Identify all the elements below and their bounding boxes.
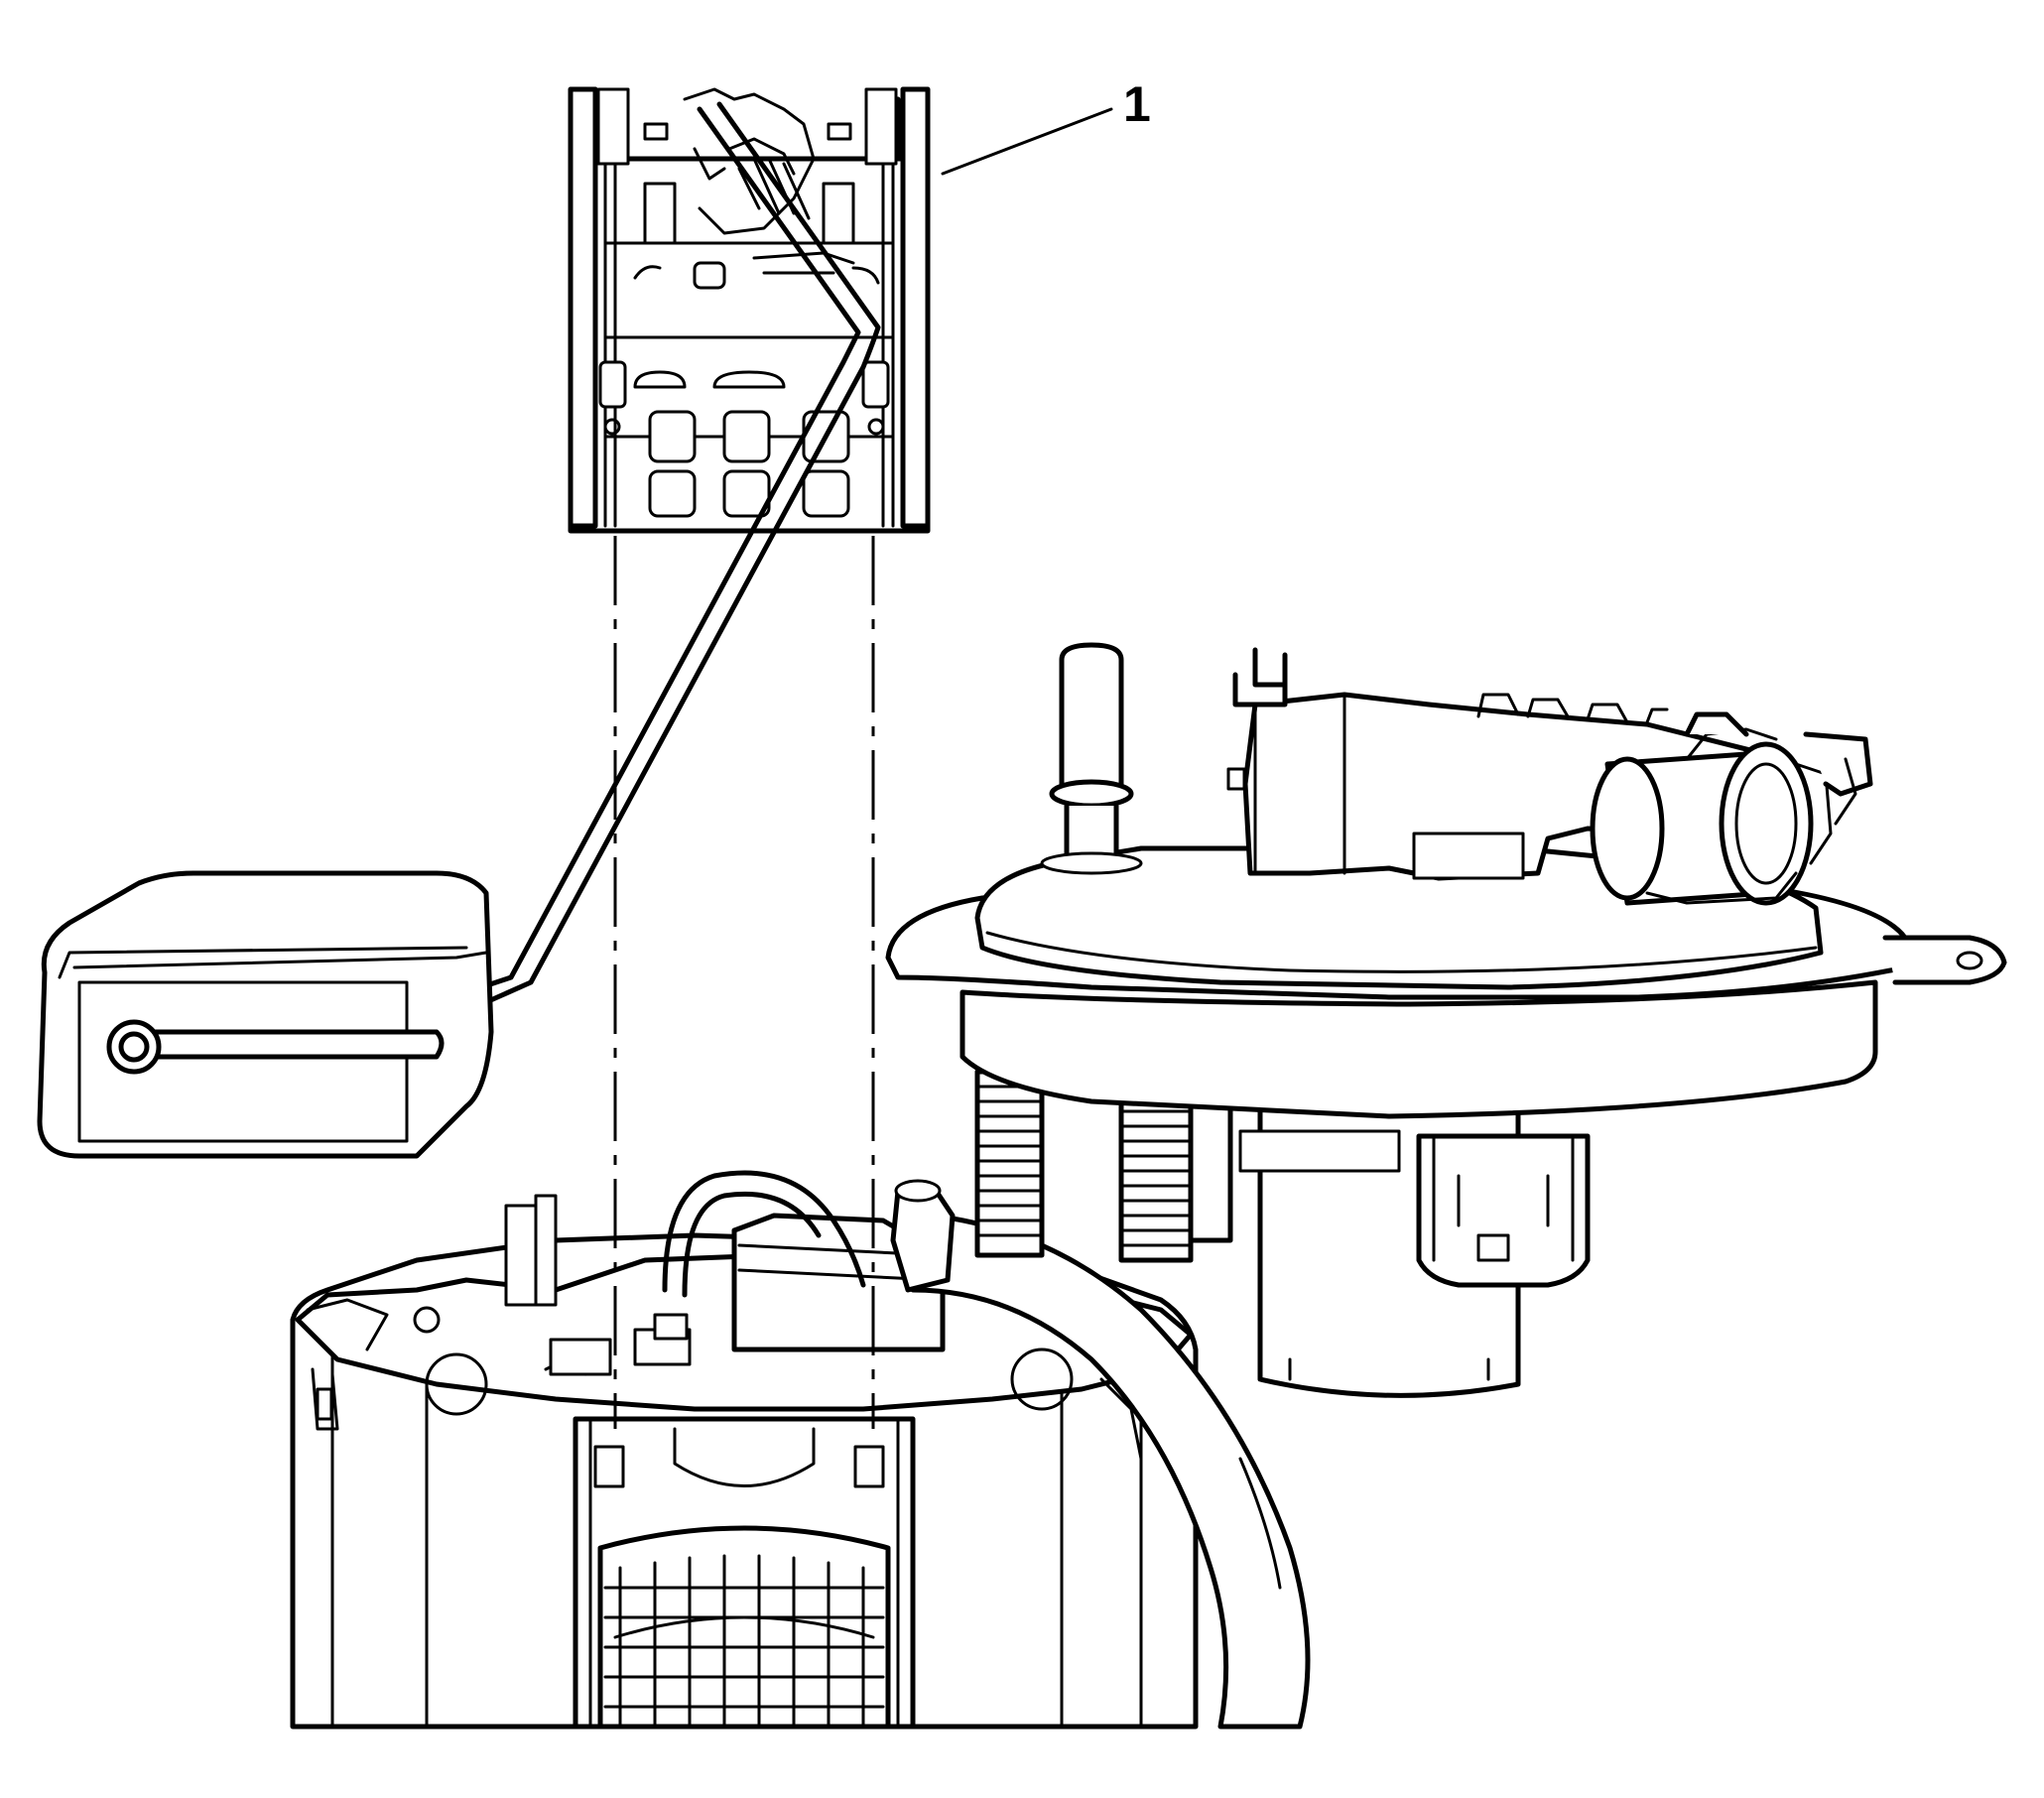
fuel-feed-hose xyxy=(890,1179,1311,1730)
callout-1: 1 xyxy=(941,76,1151,176)
fuel-pump-reservoir xyxy=(290,1170,1199,1730)
fuel-outlet-pipe xyxy=(1040,642,1143,875)
fuel-module-flange xyxy=(885,642,2007,1398)
threaded-rod-right xyxy=(1118,1079,1194,1263)
fuel-level-sender xyxy=(463,86,931,1005)
filter-screen-grid xyxy=(597,1525,891,1730)
alignment-center-lines xyxy=(613,536,875,1429)
fuel-level-float xyxy=(37,870,494,1159)
fuel-connector-horizontal xyxy=(1590,711,1873,906)
threaded-rod-left xyxy=(974,1069,1045,1258)
callout-label-1: 1 xyxy=(1123,76,1151,132)
